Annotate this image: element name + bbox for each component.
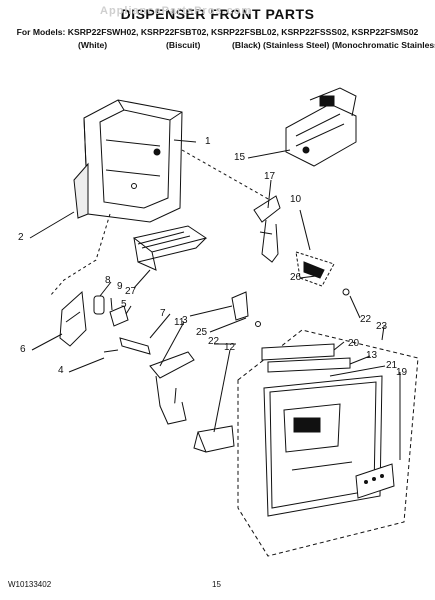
part-switch-bracket: [295, 251, 350, 296]
callout-3: 3: [182, 315, 188, 326]
callout-22-right: 22: [360, 314, 372, 325]
callout-8: 8: [105, 275, 111, 286]
callout-19: 19: [396, 367, 408, 378]
callout-17: 17: [264, 171, 276, 182]
part-housing: [73, 99, 183, 223]
callout-10: 10: [290, 194, 302, 205]
color-white: (White): [78, 40, 108, 50]
part-small-bracket: [231, 291, 261, 327]
part-cup-guide: [193, 425, 235, 453]
callout-21: 21: [386, 360, 398, 371]
color-mono-stainless: (Monochromatic Stainless): [332, 40, 435, 50]
callout-6: 6: [20, 344, 26, 355]
callout-23: 23: [376, 321, 388, 332]
color-stainless: (Stainless Steel): [263, 40, 330, 50]
part-front-panel-group: [237, 329, 419, 557]
callout-25: 25: [196, 327, 208, 338]
callout-11: 11: [174, 317, 185, 328]
page-title: DISPENSER FRONT PARTS: [120, 6, 315, 22]
part-ice-module: [285, 87, 357, 167]
part-actuator: [59, 290, 151, 355]
part-paddle: [149, 351, 195, 425]
models-line: For Models: KSRP22FSWH02, KSRP22FSBT02, …: [16, 27, 419, 37]
callout-26: 26: [290, 272, 302, 283]
page-number: 15: [212, 580, 221, 589]
callout-12: 12: [224, 342, 236, 353]
watermark: AppliancePartsPros.com: [100, 5, 253, 17]
callout-22-left: 22: [208, 336, 220, 347]
doc-number: W10133402: [8, 580, 52, 589]
color-biscuit: (Biscuit): [166, 40, 201, 50]
callout-27: 27: [125, 286, 137, 297]
color-black: (Black): [232, 40, 261, 50]
callout-20: 20: [348, 338, 360, 349]
part-drip-tray: [132, 225, 208, 271]
callout-2: 2: [18, 232, 24, 243]
part-lever: [253, 195, 281, 263]
callout-15: 15: [234, 152, 246, 163]
callout-1: 1: [205, 136, 211, 147]
callout-13: 13: [366, 350, 378, 361]
callout-5: 5: [121, 299, 127, 310]
callout-9: 9: [117, 281, 123, 292]
callout-7: 7: [160, 308, 166, 319]
callout-4: 4: [58, 365, 64, 376]
